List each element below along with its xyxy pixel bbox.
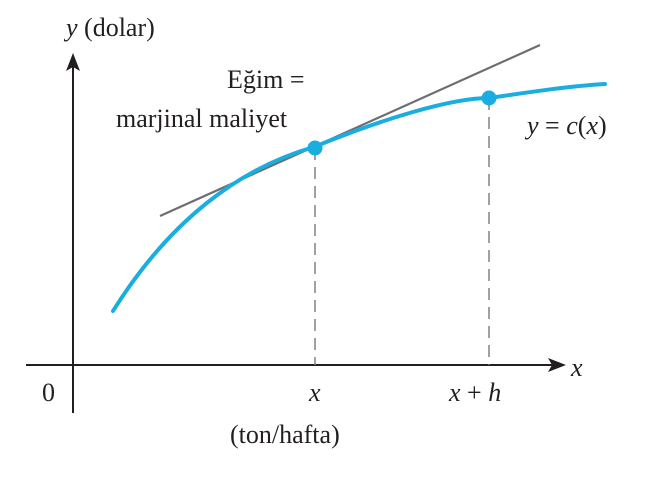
cost-curve — [111, 82, 607, 313]
tick-label-x: x — [308, 378, 321, 407]
curve-label: y = c(x) — [524, 111, 607, 140]
point-at-x-plus-h — [481, 90, 497, 106]
slope-label-line1: Eğim = — [227, 65, 305, 94]
tangent-line — [159, 43, 541, 218]
x-axis-label: x — [570, 353, 583, 382]
origin-label: 0 — [42, 378, 55, 407]
point-at-x — [307, 140, 323, 156]
x-axis-arrowhead — [548, 358, 566, 372]
y-axis-label: y (dolar) — [63, 13, 155, 42]
tick-label-x-plus-h: x + h — [448, 378, 501, 407]
y-axis-arrowhead — [66, 53, 80, 71]
x-unit-label: (ton/hafta) — [230, 420, 340, 449]
slope-label-line2: marjinal maliyet — [116, 104, 288, 133]
